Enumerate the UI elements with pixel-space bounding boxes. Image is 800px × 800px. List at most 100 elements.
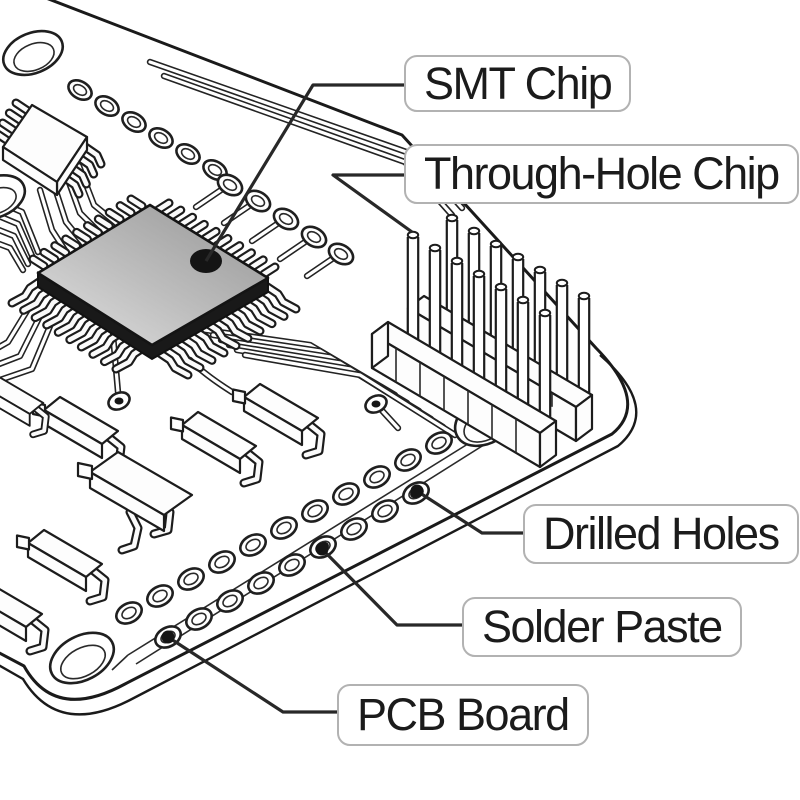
hole-inner-ring	[0, 186, 17, 216]
leader-line-through-hole-chip	[331, 173, 413, 234]
hole-inner-ring	[60, 644, 106, 680]
mounting-hole	[48, 631, 116, 685]
smd-components	[0, 374, 321, 651]
leader-line-pcb-board	[167, 635, 337, 714]
chip-lead	[13, 100, 31, 114]
sot223-component	[76, 450, 194, 555]
drilled-hole	[270, 516, 298, 540]
copper-trace	[0, 242, 25, 272]
mounting-hole	[0, 174, 27, 220]
drilled-hole	[208, 550, 236, 574]
trace-pad	[216, 173, 244, 197]
copper-trace	[243, 353, 457, 437]
leader-dot	[410, 484, 424, 498]
hole-inner-ring	[346, 522, 362, 536]
hole-inner-ring	[13, 41, 55, 73]
chip-lead	[167, 342, 203, 370]
label-smt-chip: SMT Chip	[404, 55, 632, 112]
header-pin-top	[494, 282, 508, 292]
hole-inner-ring	[222, 594, 238, 608]
chip-lead	[41, 250, 58, 262]
hole-inner-ring	[284, 558, 300, 572]
chip-lead	[191, 327, 227, 356]
hole-inner-ring	[153, 131, 169, 145]
copper-trace	[0, 304, 32, 349]
pin-header-base-front	[370, 320, 558, 469]
trace-pad	[300, 225, 328, 249]
chip-lead	[0, 120, 17, 134]
hole-inner-ring	[338, 487, 354, 501]
chip-lead	[106, 210, 123, 222]
chip-lead	[249, 257, 266, 270]
leader-line-smt-chip	[204, 83, 404, 262]
hole-inner-ring	[369, 470, 385, 484]
drilled-hole	[115, 601, 143, 625]
chip-lead	[238, 250, 254, 263]
header-pin-top	[489, 239, 503, 249]
header-pin-top	[516, 295, 530, 305]
hole-inner-ring	[72, 83, 88, 97]
chip-lead	[74, 230, 90, 242]
header-pin-top	[428, 243, 442, 253]
hole-inner-ring	[253, 576, 269, 590]
header-pin-top	[406, 230, 420, 240]
drilled-hole	[177, 567, 205, 591]
chip-lead	[96, 216, 112, 229]
hole-inner-ring	[307, 504, 323, 518]
chip-lead	[117, 203, 134, 215]
copper-trace	[222, 204, 251, 225]
chip-lead	[179, 335, 215, 363]
copper-trace	[250, 222, 279, 243]
chip-lead	[9, 277, 45, 306]
chip-lead	[30, 256, 47, 269]
leader-dot	[315, 542, 329, 556]
hole-inner-ring	[377, 504, 393, 518]
hole-inner-ring	[180, 147, 196, 161]
chip-lead	[226, 243, 242, 255]
chip-lead	[261, 264, 278, 277]
copper-trace	[194, 188, 223, 209]
board-thickness-edge	[0, 354, 638, 716]
solder-paste-hole	[371, 499, 399, 523]
smt-chip-top	[36, 203, 270, 347]
header-pin-top	[555, 278, 569, 288]
header-pin-top	[538, 308, 552, 318]
label-pcb-board: PCB Board	[337, 684, 589, 746]
chip-lead	[0, 132, 11, 144]
solder-paste-hole	[185, 607, 213, 631]
leader-line-solder-paste	[320, 547, 462, 627]
chip-lead	[202, 229, 219, 241]
chip-lead	[227, 305, 263, 334]
chip-lead	[52, 243, 69, 255]
drilled-hole	[394, 448, 422, 472]
chip-lead	[85, 223, 101, 235]
chip-lead	[7, 110, 24, 124]
chip-lead	[215, 313, 251, 341]
label-drilled-holes: Drilled Holes	[523, 504, 799, 564]
drilled-hole	[148, 126, 174, 150]
soic-chip	[0, 98, 106, 199]
solder-paste-hole	[340, 517, 368, 541]
drilled-hole	[94, 94, 120, 118]
trace-pad	[244, 189, 272, 213]
drilled-hole	[301, 499, 329, 523]
leader-dot	[161, 630, 175, 644]
hole-inner-ring	[245, 538, 261, 552]
hole-inner-ring	[222, 178, 238, 192]
label-solder-paste: Solder Paste	[462, 597, 742, 657]
chip-lead	[191, 222, 207, 234]
hole-inner-ring	[126, 115, 142, 129]
header-pin-top	[450, 256, 464, 266]
via-dot	[371, 400, 381, 408]
drilled-hole	[121, 110, 147, 134]
drilled-hole	[425, 431, 453, 455]
pin-header	[370, 213, 594, 469]
chip-lead	[155, 200, 172, 213]
chip-lead	[128, 196, 145, 209]
hole-inner-ring	[278, 212, 294, 226]
hole-outer-ring	[0, 174, 27, 220]
solder-paste-hole	[216, 589, 244, 613]
header-pin-top	[472, 269, 486, 279]
trace-pad	[327, 242, 355, 266]
